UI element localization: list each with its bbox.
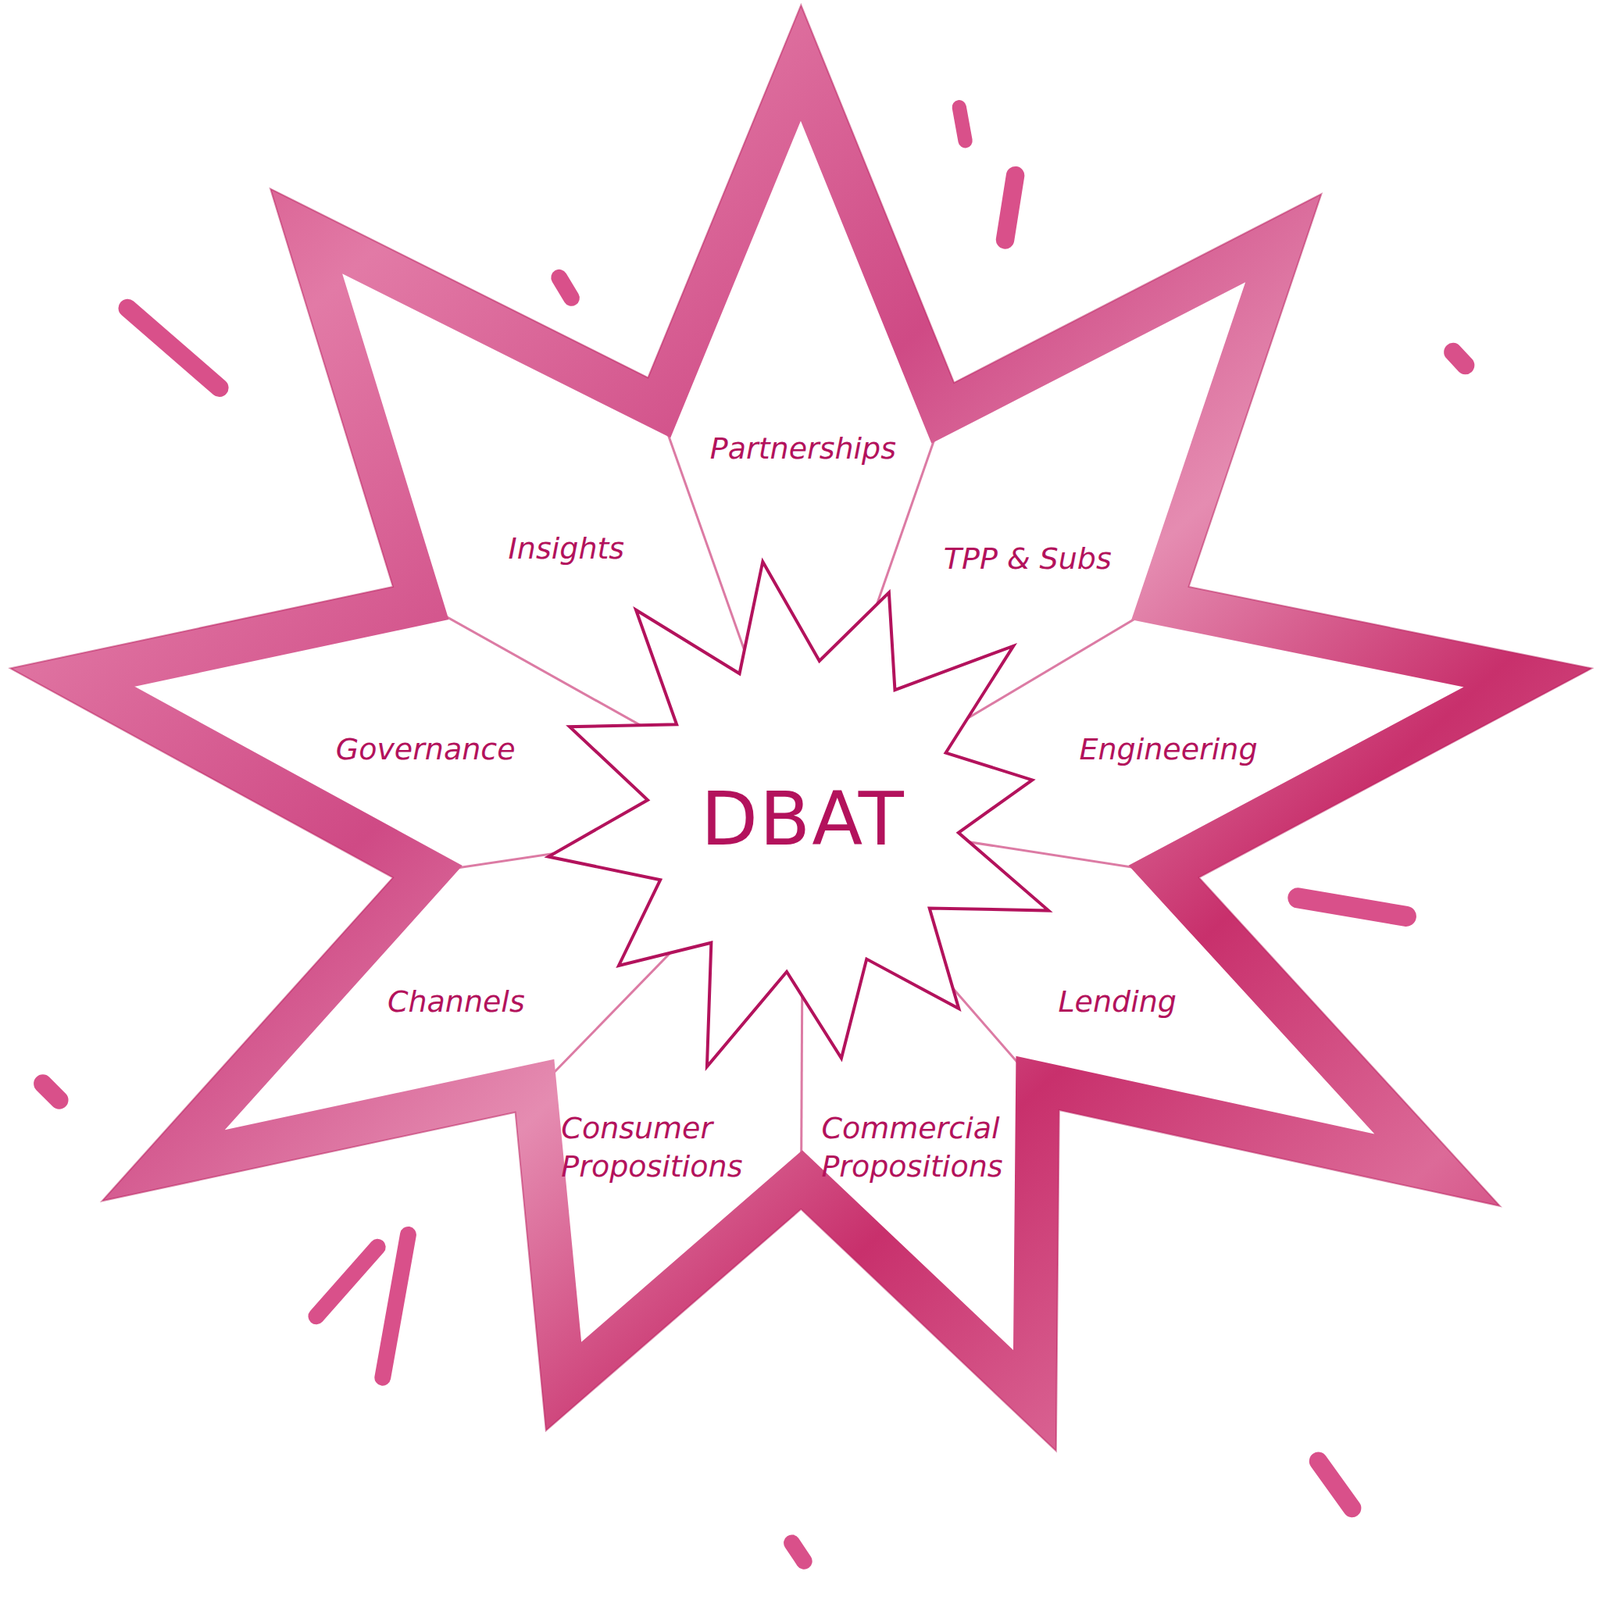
burst-dash: [42, 1083, 60, 1100]
star-segment: Lending: [1057, 982, 1177, 1022]
burst-dash: [559, 277, 572, 298]
segment-label: Consumer Propositions: [560, 1109, 743, 1187]
segment-label: Engineering: [1079, 730, 1258, 769]
star-segment: TPP & Subs: [943, 539, 1112, 579]
center-star: DBAT: [700, 771, 906, 868]
star-segment: Partnerships: [710, 429, 897, 468]
burst-dashes: [42, 107, 1466, 1561]
center-title: DBAT: [700, 771, 906, 868]
star-segment: Commercial Propositions: [821, 1109, 1003, 1187]
burst-dash: [382, 1234, 409, 1378]
segment-label: Insights: [508, 529, 625, 568]
star-segment: Insights: [508, 529, 625, 568]
burst-dash: [792, 1542, 805, 1562]
segment-label: Lending: [1057, 982, 1177, 1022]
burst-dash: [316, 1246, 378, 1317]
star-segment: Channels: [387, 982, 525, 1022]
outer-star-edge: [10, 5, 1593, 1452]
burst-dash: [127, 307, 220, 388]
burst-dash: [1318, 1460, 1353, 1508]
segment-label: Partnerships: [710, 429, 897, 468]
star-segment: Consumer Propositions: [560, 1109, 743, 1187]
segment-label: Commercial Propositions: [821, 1109, 1003, 1187]
segment-label: Governance: [335, 730, 516, 769]
outer-star-band: [10, 5, 1593, 1452]
burst-dash: [1453, 352, 1466, 366]
star-segment: Governance: [335, 730, 516, 769]
segment-label: TPP & Subs: [943, 539, 1112, 579]
burst-dash: [959, 107, 966, 141]
star-segment: Engineering: [1079, 730, 1258, 769]
burst-dash: [1297, 897, 1406, 917]
segment-label: Channels: [387, 982, 525, 1022]
burst-dash: [1005, 175, 1016, 240]
inner-star: [548, 561, 1049, 1067]
